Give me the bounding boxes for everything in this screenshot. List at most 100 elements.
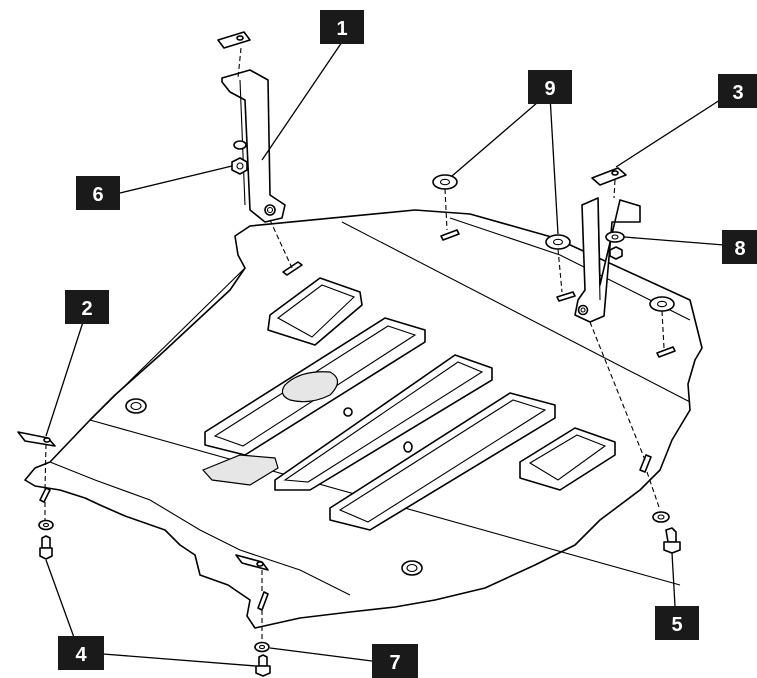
clip-top-hole (236, 35, 244, 41)
clip-3 (591, 167, 627, 186)
clip-3-hole (611, 170, 619, 176)
washer-9-left (432, 174, 458, 190)
opening-4 (329, 392, 556, 531)
opening-1 (267, 277, 363, 346)
washer-4-hole (42, 522, 50, 528)
nut-8 (609, 246, 623, 260)
bracket-1-body (221, 69, 286, 223)
callout-4: 4 (58, 636, 104, 670)
opening-1-inner (276, 284, 356, 338)
opening-5 (519, 427, 616, 491)
callout-6: 6 (76, 176, 120, 210)
clip-2-hole (43, 437, 51, 443)
fold-line-left (89, 267, 246, 421)
leader-4b (102, 653, 257, 667)
callout-8: 8 (722, 230, 757, 264)
bolt-5-head (663, 541, 681, 554)
washer-8-body (605, 231, 625, 243)
callout-9-text: 9 (544, 78, 555, 100)
washer-9-left-body (432, 174, 458, 190)
washer-rear-right (649, 296, 675, 312)
callout-4-text: 4 (75, 644, 87, 666)
dash-bracket3-clip (613, 179, 616, 199)
bolt-5 (663, 527, 681, 554)
callout-1-text: 1 (336, 18, 347, 40)
washer-9-left-hole (439, 178, 451, 186)
slot-front-left (39, 487, 51, 503)
leader-7 (269, 647, 373, 662)
slot-right-rear (656, 346, 676, 358)
opening-3 (274, 354, 493, 491)
slot-front-mid (257, 591, 269, 611)
clip-bracket-3 (591, 167, 627, 186)
leader-9a (451, 95, 546, 177)
washer-5 (652, 511, 670, 523)
oval-cutout (281, 371, 339, 403)
dash-washer-rear-right (661, 310, 665, 349)
washer-8-hole (611, 234, 619, 240)
slot-bracket1 (282, 261, 303, 276)
rear-flange (449, 217, 691, 321)
hatched-panel (201, 454, 279, 486)
opening-2-inner (213, 325, 417, 447)
dash-washer5 (646, 471, 661, 511)
bolt-4-head (39, 547, 53, 560)
dash-washer9-right (557, 248, 563, 293)
clip-bracket-1 (217, 31, 251, 49)
callout-5: 5 (655, 606, 699, 640)
grommet-front-inner (406, 563, 418, 573)
bracket-3 (574, 197, 641, 323)
grommet-front (401, 560, 423, 576)
callout-3: 3 (718, 74, 757, 108)
leader-1 (261, 41, 343, 161)
clip-2 (17, 431, 56, 447)
washer-5-body (652, 511, 670, 523)
washer-rear-right-body (649, 296, 675, 312)
opening-3-inner (283, 361, 484, 483)
washer-4 (38, 519, 54, 531)
fold-line-rear (341, 221, 691, 403)
washer-6 (233, 140, 247, 150)
skid-plate (24, 209, 703, 629)
bracket-1-hole (264, 204, 276, 216)
callout-7-text: 7 (389, 652, 400, 674)
callout-2-text: 2 (81, 298, 92, 320)
dash-bracket1-clip (237, 47, 242, 79)
leader-lines (45, 41, 725, 667)
bolt-7-head (255, 665, 271, 677)
front-flange (49, 461, 351, 596)
callout-3-text: 3 (732, 82, 743, 104)
bolt-4-shank (41, 535, 51, 549)
bracket-1 (221, 69, 286, 223)
grommet-left (125, 398, 147, 414)
bolt-4 (39, 535, 53, 560)
callout-9: 9 (528, 70, 572, 104)
washer-9-right-hole (552, 238, 564, 246)
nut-6-body (231, 157, 248, 175)
washer-7 (254, 641, 270, 653)
clip-top (217, 31, 251, 49)
callout-7: 7 (372, 644, 418, 678)
bolt-7-shank (258, 654, 268, 667)
dash-bracket1-slot (269, 219, 293, 269)
leader-9b (549, 95, 559, 235)
washer-5-hole (657, 514, 665, 520)
bracket-1-hole-inner (266, 206, 274, 214)
slot-right-9 (556, 291, 576, 302)
washer-9-right (545, 234, 571, 250)
washer-9-right-body (545, 234, 571, 250)
hole-mid (403, 441, 413, 453)
bracket-3-fold (597, 204, 601, 301)
callout-8-text: 8 (734, 238, 745, 260)
hole-center (343, 407, 353, 417)
slot-right-front (639, 454, 652, 473)
washer-7-body (254, 641, 270, 653)
washer-4-body (38, 519, 54, 531)
bracket-3-hole (577, 304, 589, 316)
opening-4-inner (338, 399, 547, 523)
bolt-5-shank (665, 527, 677, 543)
washer-7-hole (258, 644, 266, 650)
callout-5-text: 5 (671, 614, 682, 636)
callout-6-text: 6 (92, 184, 103, 206)
